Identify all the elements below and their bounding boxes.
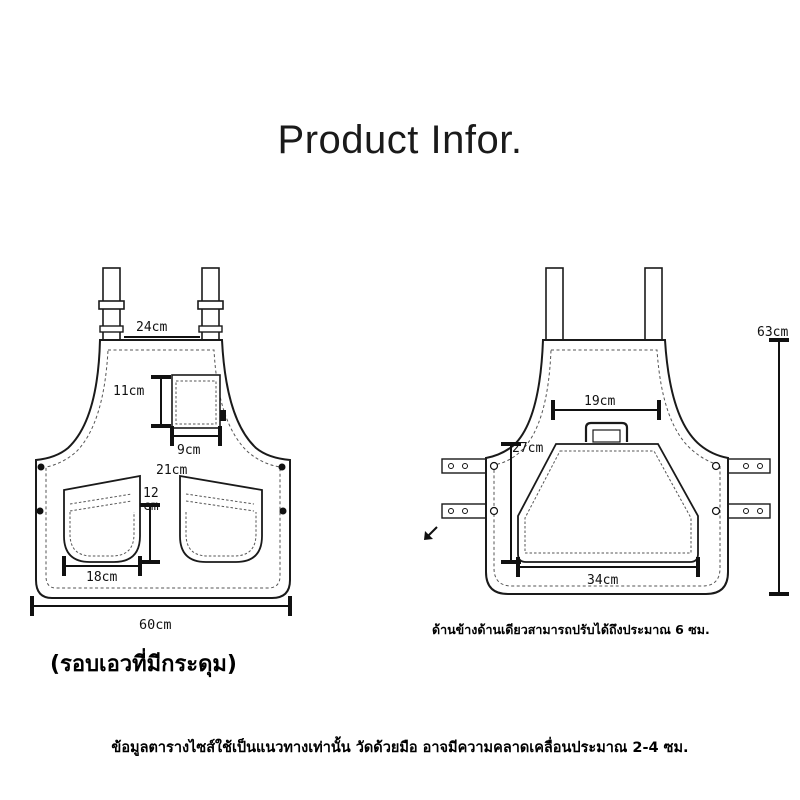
waist-button-note: (รอบเอวที่มีกระดุม) [50,652,237,677]
front-right-pocket [179,474,263,563]
front-lower-pocket-span-label: 21cm [156,463,187,478]
back-left-strap [545,267,564,341]
side-adjust-note: ด้านข้างด้านเดียวสามารถปรับได้ถึงประมาณ … [432,622,710,637]
back-right-side-tabs [723,458,771,519]
back-apron: 19cm 27cm 34cm 63cm [424,267,789,596]
back-apron-stitching [493,349,721,587]
buckle-icon [198,325,223,333]
front-apron: 24cm 11cm 9cm 21cm 12 cm 18cm 60cm [30,267,292,633]
page-title: Product Infor. [277,118,523,162]
buckle-icon [197,300,224,310]
back-total-height-label: 63cm [757,325,788,340]
front-lower-pocket-width-label: 18cm [86,570,117,585]
snap-button-icon [36,507,44,515]
back-pocket-top-width-label: 19cm [584,394,615,409]
front-pocket-width-label: 9cm [177,443,201,458]
front-total-width-label: 60cm [139,617,172,633]
front-pocket-height-label: 11cm [113,384,144,399]
snap-button-icon [489,506,499,516]
buckle-icon [99,325,124,333]
front-lower-pocket-height-label-top: 12 [143,486,159,501]
snap-button-icon [489,461,499,471]
front-right-strap [197,267,224,341]
snap-button-icon [711,506,721,516]
back-right-strap [644,267,663,341]
pen-loop-icon [220,410,226,421]
back-pocket-bottom-width-label: 34cm [587,573,618,588]
snap-button-icon [711,461,721,471]
snap-button-icon [279,507,287,515]
snap-button-icon [37,463,45,471]
front-chest-pocket [171,374,226,429]
front-lower-pocket-height-label-bottom: cm [143,499,159,514]
front-strap-width-label: 24cm [136,320,167,335]
front-left-strap [98,267,125,341]
arrow-down-left-icon [424,526,438,540]
snap-button-icon [278,463,286,471]
size-disclaimer: ข้อมูลตารางไซส์ใช้เป็นแนวทางเท่านั้น วัด… [111,740,689,756]
buckle-icon [98,300,125,310]
back-left-side-tabs [441,458,489,519]
front-apron-stitching [45,349,281,589]
back-pocket-height-label: 27cm [512,441,543,456]
front-left-pocket [63,474,141,563]
